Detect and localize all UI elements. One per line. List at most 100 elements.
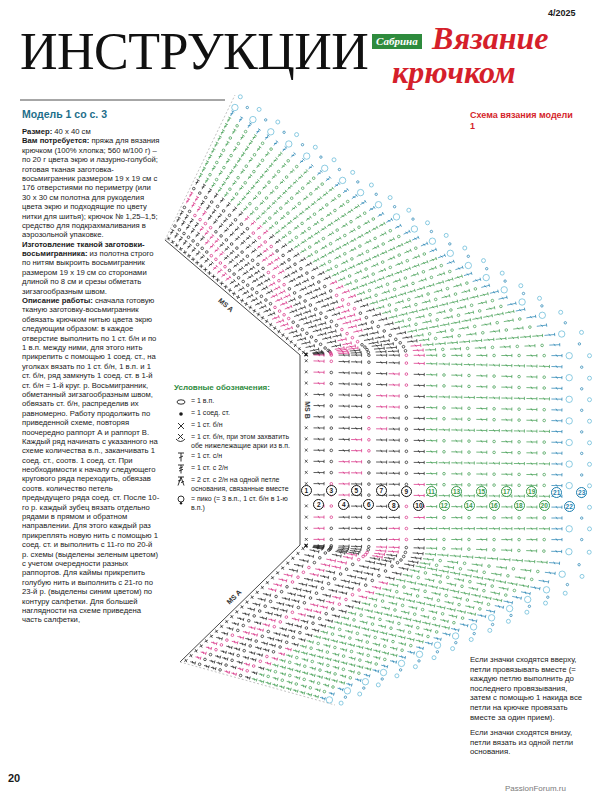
magazine-name: крючком — [392, 56, 516, 88]
legend-text: = 1 соед. ст. — [191, 409, 292, 418]
section-mark: MS A — [215, 295, 237, 316]
symbol-stroke — [181, 482, 184, 483]
chart-title: Схема вязания модели 1 — [470, 110, 575, 132]
symbol-stroke — [176, 439, 185, 442]
paragraph: Вам потребуется:пряжа для вязания крючко… — [22, 136, 160, 239]
symbol-stroke — [181, 465, 182, 474]
chart-stitches — [165, 95, 592, 705]
stitch-symbol — [174, 397, 188, 407]
symbol-stroke — [179, 467, 183, 469]
header-rule — [20, 100, 225, 101]
symbol-stroke — [178, 477, 184, 478]
legend-row: = 1 ст. б/н — [174, 421, 292, 431]
row-number: 18 — [514, 500, 525, 511]
row-number: 21 — [551, 487, 562, 498]
row-number: 19 — [526, 486, 537, 497]
row-number: 10 — [413, 500, 424, 511]
row-number: 11 — [426, 486, 437, 497]
section-mark: MS B — [303, 399, 312, 421]
symbol-stroke — [178, 453, 184, 454]
chart-note: Если значки сходятся внизу, петли вязать… — [470, 728, 588, 757]
stitch-symbol — [174, 421, 188, 431]
row-number: 17 — [501, 486, 512, 497]
symbol-stroke — [178, 477, 181, 486]
row-number: 5 — [351, 485, 362, 496]
legend-heading: Условные обозначения: — [174, 383, 292, 393]
symbol-stroke — [181, 477, 184, 486]
row-number: 7 — [376, 485, 387, 496]
row-number: 15 — [476, 486, 487, 497]
row-number: 20 — [539, 500, 550, 511]
symbol-stroke — [178, 465, 184, 466]
symbol-stroke — [178, 496, 184, 502]
row-number: 1 — [301, 485, 312, 496]
legend: Условные обозначения: = 1 в.п. = 1 соед. с… — [174, 383, 292, 515]
chart-edge — [165, 95, 335, 705]
legend-row: = пико (= 3 в.п., 1 ст. б/н в 1-ю в.п.) — [174, 495, 292, 512]
row-number: 13 — [451, 486, 462, 497]
stitch-marks — [230, 106, 583, 700]
stitch-marks — [186, 192, 424, 676]
run-in-heading: Размер: — [22, 127, 52, 136]
symbol-stroke — [178, 434, 183, 439]
row-number: 22 — [564, 501, 575, 512]
row-number: 16 — [489, 500, 500, 511]
legend-text: = 1 ст. с 2/н — [191, 464, 292, 473]
chart-note: Если значки сходятся вверху, петли провя… — [470, 655, 588, 722]
legend-row: = 1 ст. с/н — [174, 452, 292, 462]
legend-text: = пико (= 3 в.п., 1 ст. б/н в 1-ю в.п.) — [191, 495, 292, 512]
stitch-symbol — [174, 433, 188, 443]
text-column: Модель 1 со с. 3 Размер:40 х 40 смВам пот… — [22, 108, 160, 625]
run-in-heading: Описание работы: — [22, 296, 93, 305]
run-in-heading: Вам потребуется: — [22, 136, 89, 145]
watermark: PassionForum.ru — [505, 784, 566, 794]
notes: Если значки сходятся вверху, петли провя… — [470, 655, 588, 763]
row-number: 23 — [576, 487, 587, 498]
row-number: 3 — [326, 485, 337, 496]
legend-row: = 1 в.п. — [174, 397, 292, 407]
symbol-stroke — [179, 456, 183, 458]
body-text: пряжа для вязания крючком (100% хлопка; … — [22, 136, 159, 239]
paragraph: Изготовление тканой заготовки-восьмигран… — [22, 240, 160, 296]
body-text: сначала готовую тканую заготовку-восьмиг… — [22, 296, 159, 624]
legend-text: = 1 ст. с/н — [191, 452, 292, 461]
symbol-stroke — [179, 469, 183, 471]
legend-row: = 1 соед. ст. — [174, 409, 292, 419]
symbol-stroke — [178, 423, 184, 429]
stitch-marks — [167, 179, 425, 679]
legend-row: = 2 ст. с 2/н на одной петле основания, … — [174, 476, 292, 493]
stitch-symbol — [174, 409, 188, 419]
legend-text: = 2 ст. с 2/н на одной петле основания, … — [191, 476, 292, 493]
symbol-stroke — [180, 502, 182, 504]
page-title: ИНСТРУКЦИИ — [20, 26, 368, 78]
symbol-stroke — [177, 400, 185, 404]
row-number: 9 — [401, 486, 412, 497]
legend-row: = 1 ст. б/н, при этом захватить обе ниже… — [174, 433, 292, 450]
section-mark: MS A — [223, 586, 245, 607]
stitch-marks — [199, 117, 550, 698]
stitch-marks — [232, 95, 592, 705]
symbol-stroke — [178, 480, 181, 481]
chart-boundary — [165, 240, 300, 662]
body-text: 40 х 40 см — [54, 127, 90, 136]
row-number: 6 — [363, 499, 374, 510]
issue-number: 4/2025 — [548, 8, 576, 19]
row-number: 8 — [388, 500, 399, 511]
brand-badge: Сабрина — [372, 34, 422, 49]
row-number: 4 — [338, 499, 349, 510]
legend-text: = 1 ст. б/н — [191, 421, 292, 430]
stitch-symbol — [174, 476, 188, 486]
stitch-symbol — [174, 452, 188, 462]
legend-text: = 1 в.п. — [191, 397, 292, 406]
model-heading: Модель 1 со с. 3 — [22, 108, 160, 121]
page-number: 20 — [8, 772, 20, 785]
row-number: 2 — [313, 499, 324, 510]
row-number: 14 — [464, 500, 475, 511]
row-number: 12 — [439, 500, 450, 511]
stitch-symbol — [174, 495, 188, 505]
legend-row: = 1 ст. с 2/н — [174, 464, 292, 474]
stitch-symbol — [174, 464, 188, 474]
legend-text: = 1 ст. б/н, при этом захватить обе ниже… — [191, 433, 292, 450]
symbol-stroke — [179, 412, 183, 416]
paragraph: Размер:40 х 40 см — [22, 127, 160, 136]
